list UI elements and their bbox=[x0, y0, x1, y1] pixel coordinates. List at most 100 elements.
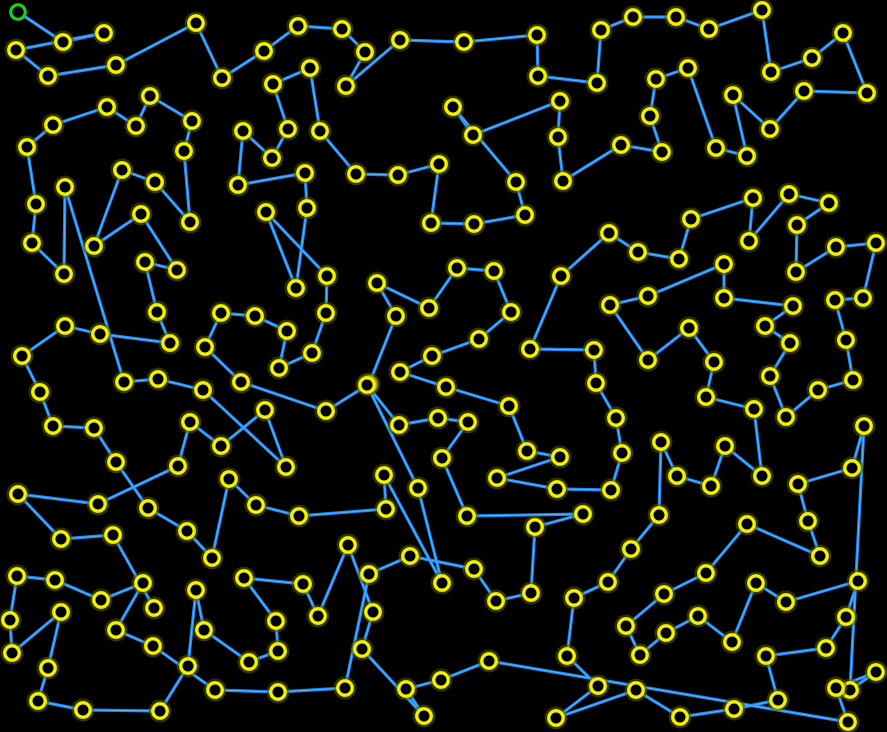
path-node[interactable] bbox=[750, 0, 774, 22]
path-node[interactable] bbox=[286, 14, 310, 38]
path-node[interactable] bbox=[817, 191, 841, 215]
path-node[interactable] bbox=[330, 17, 354, 41]
path-node[interactable] bbox=[545, 477, 569, 501]
path-node[interactable] bbox=[253, 398, 277, 422]
path-node[interactable] bbox=[515, 439, 539, 463]
path-node[interactable] bbox=[609, 133, 633, 157]
path-node[interactable] bbox=[138, 84, 162, 108]
path-node[interactable] bbox=[548, 445, 572, 469]
path-node[interactable] bbox=[841, 368, 865, 392]
path-node[interactable] bbox=[203, 678, 227, 702]
path-node[interactable] bbox=[136, 496, 160, 520]
path-node[interactable] bbox=[523, 515, 547, 539]
path-node[interactable] bbox=[499, 300, 523, 324]
path-node[interactable] bbox=[20, 231, 44, 255]
path-node[interactable] bbox=[372, 463, 396, 487]
path-node[interactable] bbox=[686, 604, 710, 628]
path-node[interactable] bbox=[792, 79, 816, 103]
path-node[interactable] bbox=[482, 259, 506, 283]
path-node[interactable] bbox=[112, 370, 136, 394]
path-node[interactable] bbox=[806, 378, 830, 402]
path-node[interactable] bbox=[10, 344, 34, 368]
path-node[interactable] bbox=[276, 117, 300, 141]
path-node[interactable] bbox=[713, 434, 737, 458]
path-node[interactable] bbox=[855, 81, 879, 105]
path-node[interactable] bbox=[426, 406, 450, 430]
path-node[interactable] bbox=[53, 175, 77, 199]
path-node[interactable] bbox=[267, 356, 291, 380]
path-node[interactable] bbox=[455, 504, 479, 528]
path-node[interactable] bbox=[165, 258, 189, 282]
path-node[interactable] bbox=[735, 144, 759, 168]
path-node[interactable] bbox=[664, 5, 688, 29]
path-node[interactable] bbox=[462, 212, 486, 236]
path-node[interactable] bbox=[434, 375, 458, 399]
path-node[interactable] bbox=[178, 410, 202, 434]
path-node[interactable] bbox=[824, 676, 848, 700]
path-node[interactable] bbox=[82, 416, 106, 440]
path-node[interactable] bbox=[427, 152, 451, 176]
path-node[interactable] bbox=[92, 21, 116, 45]
path-node[interactable] bbox=[722, 697, 746, 721]
path-node[interactable] bbox=[604, 406, 628, 430]
path-node[interactable] bbox=[652, 582, 676, 606]
path-node[interactable] bbox=[284, 276, 308, 300]
path-node[interactable] bbox=[834, 328, 858, 352]
path-node[interactable] bbox=[264, 609, 288, 633]
path-node[interactable] bbox=[86, 492, 110, 516]
path-node[interactable] bbox=[777, 182, 801, 206]
path-node[interactable] bbox=[315, 264, 339, 288]
path-node[interactable] bbox=[774, 405, 798, 429]
path-node[interactable] bbox=[546, 125, 570, 149]
path-node[interactable] bbox=[237, 650, 261, 674]
path-node[interactable] bbox=[513, 203, 537, 227]
path-node[interactable] bbox=[445, 256, 469, 280]
path-node[interactable] bbox=[298, 56, 322, 80]
path-node[interactable] bbox=[51, 30, 75, 54]
path-node[interactable] bbox=[217, 467, 241, 491]
path-node[interactable] bbox=[387, 413, 411, 437]
path-node[interactable] bbox=[353, 40, 377, 64]
path-node[interactable] bbox=[694, 385, 718, 409]
path-node[interactable] bbox=[649, 430, 673, 454]
path-node[interactable] bbox=[333, 676, 357, 700]
path-node[interactable] bbox=[88, 322, 112, 346]
path-node[interactable] bbox=[814, 636, 838, 660]
path-node[interactable] bbox=[525, 23, 549, 47]
path-node[interactable] bbox=[720, 630, 744, 654]
path-node[interactable] bbox=[275, 319, 299, 343]
path-node[interactable] bbox=[24, 192, 48, 216]
path-node[interactable] bbox=[260, 146, 284, 170]
path-node[interactable] bbox=[555, 644, 579, 668]
path-node[interactable] bbox=[406, 476, 430, 500]
path-node[interactable] bbox=[497, 394, 521, 418]
path-node[interactable] bbox=[226, 173, 250, 197]
path-node[interactable] bbox=[293, 161, 317, 185]
path-node[interactable] bbox=[597, 221, 621, 245]
path-node[interactable] bbox=[704, 136, 728, 160]
path-node[interactable] bbox=[104, 53, 128, 77]
path-node[interactable] bbox=[386, 163, 410, 187]
path-node[interactable] bbox=[619, 537, 643, 561]
path-node[interactable] bbox=[800, 46, 824, 70]
path-node[interactable] bbox=[374, 497, 398, 521]
path-node[interactable] bbox=[209, 301, 233, 325]
path-node[interactable] bbox=[314, 301, 338, 325]
path-node[interactable] bbox=[697, 17, 721, 41]
path-node[interactable] bbox=[441, 95, 465, 119]
path-node[interactable] bbox=[131, 571, 155, 595]
path-node[interactable] bbox=[836, 710, 860, 732]
path-node[interactable] bbox=[365, 271, 389, 295]
path-node[interactable] bbox=[735, 512, 759, 536]
path-node[interactable] bbox=[244, 493, 268, 517]
path-node[interactable] bbox=[766, 688, 790, 712]
path-node[interactable] bbox=[621, 5, 645, 29]
path-node[interactable] bbox=[6, 482, 30, 506]
path-node[interactable] bbox=[598, 293, 622, 317]
path-node[interactable] bbox=[753, 314, 777, 338]
path-node[interactable] bbox=[676, 56, 700, 80]
path-node[interactable] bbox=[166, 454, 190, 478]
path-node[interactable] bbox=[636, 348, 660, 372]
